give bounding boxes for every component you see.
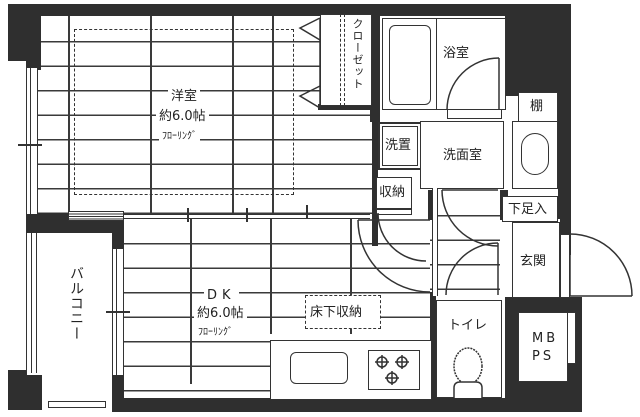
western-room-outline: [74, 29, 294, 195]
balcony-drain: [48, 401, 106, 408]
balcony-rail: [31, 233, 37, 373]
western-room-size: 約6.0帖: [156, 109, 209, 124]
underfloor-storage: [305, 295, 381, 329]
washbasin-icon: [521, 133, 549, 175]
wall-balcony-pillar: [8, 370, 42, 410]
wall-top: [8, 4, 570, 16]
storage-label: 収納: [379, 185, 406, 200]
storage: [376, 177, 412, 209]
washroom-door-swing-icon: [441, 189, 499, 247]
shoe-box: [502, 196, 558, 222]
entrance-door-swing-icon: [569, 233, 633, 297]
balcony: [26, 233, 112, 375]
underfloor-storage-label: 床下収納: [310, 305, 363, 320]
wall-right-upper-block: [505, 16, 565, 96]
washroom: [420, 121, 504, 189]
hall-partition: [432, 188, 438, 296]
dk-size: 約6.0帖: [194, 306, 247, 321]
wall-mid-stub: [112, 213, 124, 249]
laundry-label: 洗置: [385, 138, 412, 153]
wall-closet-bottom: [318, 104, 376, 110]
bathroom-label: 浴室: [443, 46, 470, 61]
wall-toilet-left: [430, 292, 436, 402]
bathroom-main: [436, 18, 506, 110]
wall-top-left-block: [8, 4, 41, 61]
dk-name: DK: [204, 288, 239, 303]
shelf-label: 棚: [530, 99, 544, 114]
vent: [68, 211, 124, 221]
western-room-window: [26, 68, 38, 214]
washroom-label: 洗面室: [443, 148, 483, 163]
shelf: [518, 92, 558, 122]
western-room-name: 洋室: [168, 89, 201, 104]
wall-bath-left: [370, 14, 380, 122]
storage-door-swing-icon: [377, 212, 427, 262]
mbps-label-line1: MB: [532, 331, 559, 346]
shoe-box-label: 下足入: [508, 202, 548, 217]
wall-bottom: [112, 398, 582, 412]
entrance-label: 玄関: [520, 254, 547, 269]
entrance: [512, 222, 560, 298]
mbps: [518, 312, 568, 382]
dk-floor-type: ﾌﾛｰﾘﾝｸﾞ: [195, 325, 236, 340]
toilet-door-swing-icon: [445, 242, 499, 296]
wall-left-pillar: [26, 58, 41, 70]
balcony-label: バルコニー: [68, 266, 84, 341]
closet-label: クローゼット: [351, 18, 364, 90]
dk-door-swing-icon: [357, 219, 431, 293]
toilet-bowl-icon: [453, 347, 483, 398]
washbasin-counter: [512, 121, 558, 189]
wall-bottom-left-pillar: [112, 375, 124, 412]
wall-service-left: [372, 118, 378, 246]
stove-burners-icon: [375, 355, 409, 385]
wall-entrance-right: [560, 195, 571, 255]
toilet-label: トイレ: [448, 318, 488, 333]
bathroom-door-swing-icon: [446, 57, 500, 111]
bathtub: [389, 25, 431, 105]
western-room-floor-type: ﾌﾛｰﾘﾝｸﾞ: [159, 129, 200, 144]
closet-folding-door-icon: [298, 17, 321, 109]
mbps-label-line2: PS: [532, 349, 555, 364]
sink-icon: [290, 352, 348, 384]
